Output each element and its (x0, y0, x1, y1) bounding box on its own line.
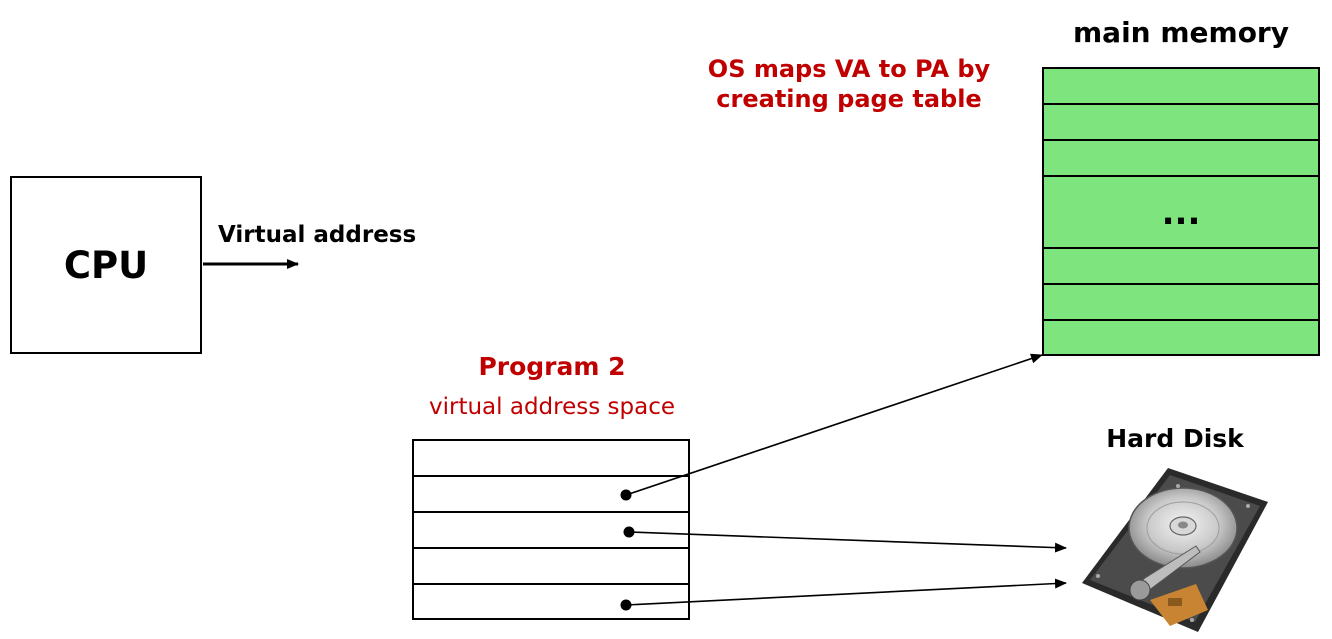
main-memory-block: ... (1042, 67, 1320, 356)
memory-row-divider (1044, 283, 1318, 285)
hard-disk-icon (1082, 468, 1268, 632)
hard-disk-title: Hard Disk (1106, 424, 1244, 453)
main-memory-title: main memory (1073, 16, 1289, 49)
cpu-box: CPU (10, 176, 202, 354)
os-mapping-note: OS maps VA to PA by creating page table (668, 54, 1030, 114)
memory-ellipsis: ... (1161, 193, 1201, 233)
memory-row-divider (1044, 175, 1318, 177)
cpu-label: CPU (63, 243, 149, 287)
mapping-arrow-to-memory (625, 353, 1043, 496)
vas-row-divider (414, 547, 688, 549)
vas-row-divider (414, 511, 688, 513)
mapping-arrow-to-disk (628, 531, 1067, 553)
program-title: Program 2 (478, 352, 626, 381)
virtual-address-label: Virtual address (218, 222, 417, 248)
memory-row-divider (1044, 247, 1318, 249)
os-note-line-2: creating page table (716, 85, 982, 113)
memory-row-divider (1044, 319, 1318, 321)
vas-row-divider (414, 583, 688, 585)
virtual-address-space-block (412, 439, 690, 620)
mapping-arrow-to-disk (625, 578, 1067, 606)
os-note-line-1: OS maps VA to PA by (707, 55, 991, 83)
memory-row-divider (1044, 139, 1318, 141)
memory-row-divider (1044, 103, 1318, 105)
vas-row-divider (414, 475, 688, 477)
program-subtitle: virtual address space (429, 394, 675, 420)
